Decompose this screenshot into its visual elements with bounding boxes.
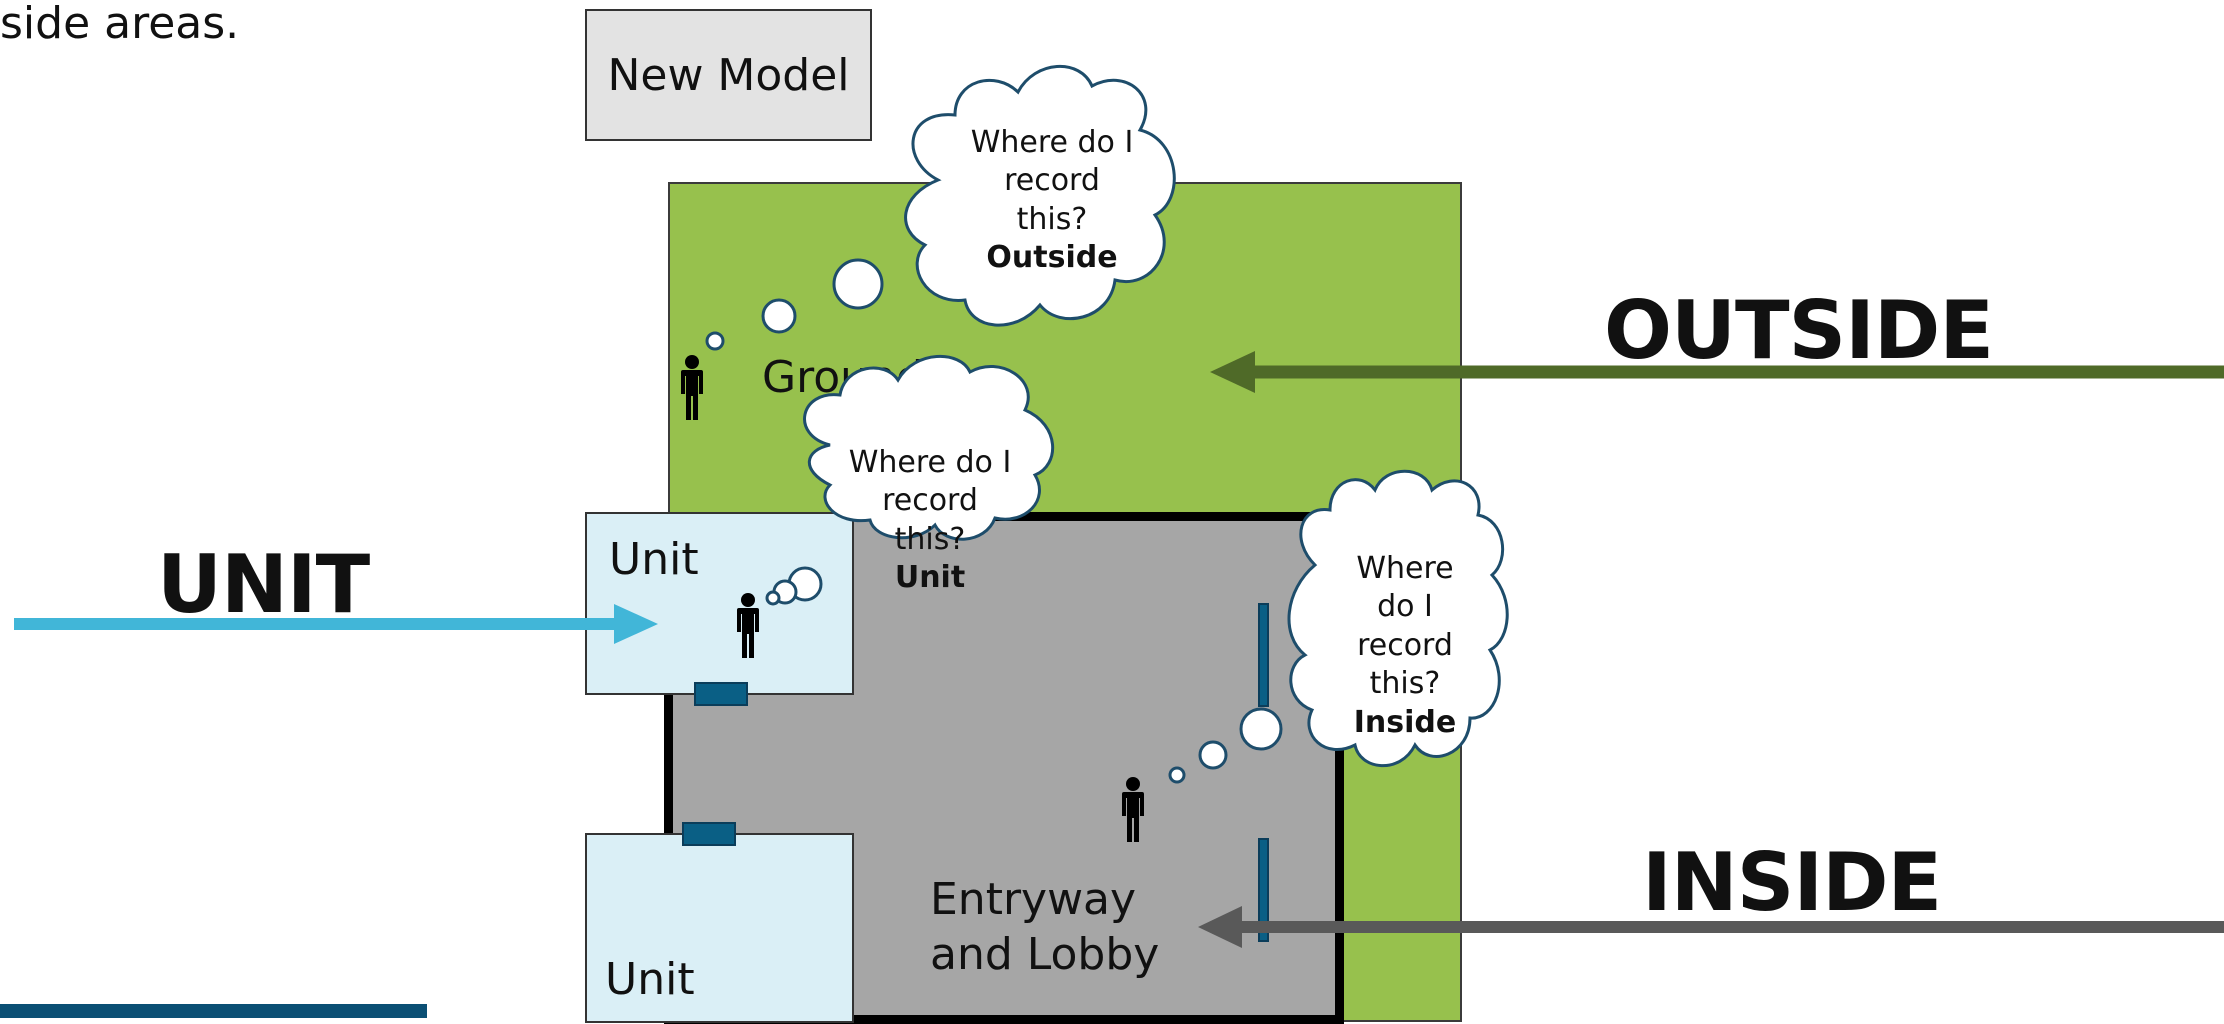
cloud-answer: Inside: [1353, 704, 1457, 740]
cloud-answer: Unit: [894, 560, 966, 596]
cloud-line: Where do I: [848, 445, 1012, 480]
cloud-answer: Outside: [986, 240, 1118, 276]
thought-cloud-icon: [705, 64, 1176, 351]
new-model-label: New Model: [607, 49, 850, 101]
cloud-line: record: [882, 483, 978, 519]
lobby-label-line2: and Lobby: [930, 929, 1160, 980]
unit-door-top: [694, 682, 748, 706]
person-icon: [737, 593, 759, 658]
inside-arrow: [1198, 906, 2224, 948]
cloud-line: this?: [1369, 666, 1441, 702]
unit-arrow-head: [614, 604, 658, 644]
lobby-label: Entryway and Lobby: [930, 872, 1159, 982]
lobby-door-lower: [1258, 838, 1269, 942]
lobby-label-line1: Entryway: [930, 874, 1137, 925]
cloud-line: this?: [1016, 201, 1088, 237]
outside-label: OUTSIDE: [1604, 284, 1994, 377]
person-icon: [1122, 777, 1144, 842]
cloud-line: Where do I: [970, 125, 1134, 160]
thought-cloud-icon: [765, 354, 1055, 606]
cloud-line: record: [1004, 163, 1100, 199]
unit-area-bottom: [585, 833, 854, 1023]
person-icon: [681, 355, 703, 420]
footer-accent-bar: [0, 1004, 427, 1018]
cloud-line: Where: [1356, 551, 1454, 586]
cloud-line: record: [1357, 627, 1453, 663]
inside-label: INSIDE: [1642, 836, 1942, 929]
thought-cloud-icon: [1168, 469, 1509, 784]
unit-arrow: [14, 604, 658, 644]
cloud-line: do I: [1377, 589, 1433, 625]
inside-arrow-head: [1198, 906, 1242, 948]
unit-label-bottom: Unit: [605, 954, 695, 1005]
unit-label-top: Unit: [609, 534, 699, 585]
unit-door-bottom: [682, 822, 736, 846]
unit-arrow-label: UNIT: [157, 538, 370, 631]
lobby-door-upper: [1258, 603, 1269, 707]
inside-cloud-text: Where do I record this? Inside: [1315, 550, 1495, 742]
cloud-line: this?: [894, 521, 966, 557]
outside-cloud-text: Where do I record this? Outside: [952, 124, 1152, 278]
unit-cloud-text: Where do I record this? Unit: [830, 444, 1030, 598]
outside-arrow: [1210, 351, 2224, 393]
new-model-box: New Model: [585, 9, 872, 141]
intro-text: side areas.: [0, 0, 240, 49]
outside-arrow-head: [1210, 351, 1255, 393]
